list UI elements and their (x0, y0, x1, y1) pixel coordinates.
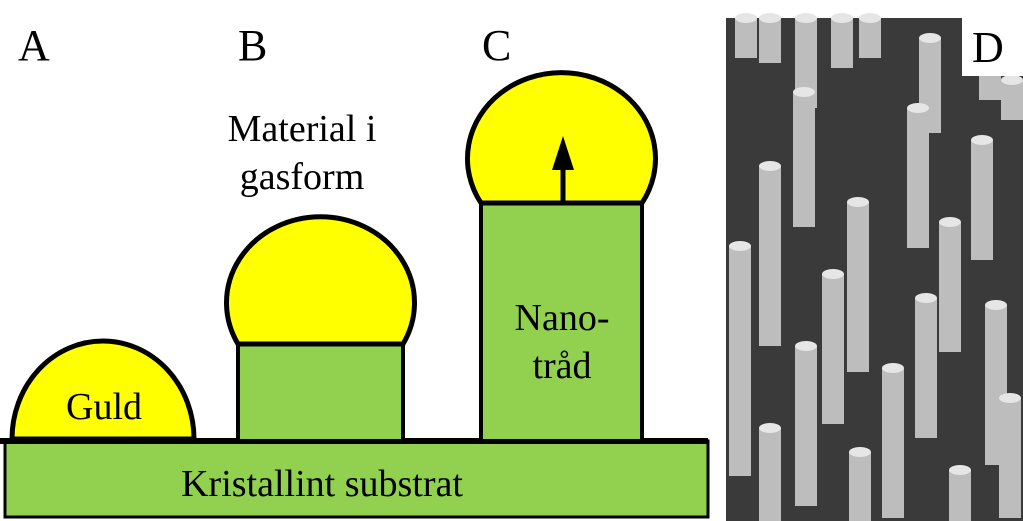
sem-nanowire-pillar (735, 18, 757, 58)
sem-nanowire-pillar-top (822, 269, 844, 279)
substrate-label: Kristallint substrat (181, 463, 463, 505)
sem-nanowire-pillar-top (999, 393, 1021, 403)
sem-nanowire-pillar-top (795, 13, 817, 23)
sem-nanowire-pillar-top (949, 465, 971, 475)
panel-label-c: C (482, 21, 511, 70)
gold-droplet-c (465, 70, 658, 206)
sem-nanowire-pillar (999, 398, 1021, 518)
sem-nanowire-pillar-top (795, 341, 817, 351)
sem-nanowire-pillar-top (915, 293, 937, 303)
crystal-substrate (3, 439, 710, 519)
panel-label-a: A (18, 21, 50, 70)
gold-label: Guld (66, 386, 142, 428)
sem-nanowire-pillar (1001, 80, 1023, 120)
sem-nanowire-pillar (849, 452, 871, 521)
sem-nanowire-pillar-top (971, 135, 993, 145)
sem-nanowire-pillar-top (919, 33, 941, 43)
sem-nanowire-pillar (859, 18, 881, 58)
sem-nanowire-pillar (759, 18, 781, 63)
sem-nanowire-pillar (907, 108, 929, 248)
panel-label-b: B (238, 21, 267, 70)
sem-nanowire-pillar (795, 18, 817, 108)
sem-nanowire-pillar-top (759, 13, 781, 23)
gas-label-line1: Material i (228, 108, 377, 150)
arrow-up-icon (552, 136, 574, 203)
sem-nanowire-pillar-top (759, 423, 781, 433)
sem-nanowire-pillars (729, 13, 1023, 521)
sem-nanowire-pillar (882, 368, 904, 518)
sem-nanowire-pillar-top (907, 103, 929, 113)
sem-nanowire-pillar-top (729, 241, 751, 251)
sem-nanowire-pillar (971, 140, 993, 260)
panel-label-d: D (972, 23, 1004, 72)
sem-micrograph: D (726, 13, 1023, 521)
sem-nanowire-pillar (759, 428, 781, 521)
sem-nanowire-pillar (822, 274, 844, 424)
sem-nanowire-pillar (729, 246, 751, 476)
sem-nanowire-pillar (949, 470, 971, 521)
sem-nanowire-pillar (793, 92, 815, 227)
sem-nanowire-pillar (915, 298, 937, 438)
sem-nanowire-pillar-top (793, 87, 815, 97)
sem-nanowire-pillar-top (859, 13, 881, 23)
sem-nanowire-pillar-top (985, 300, 1007, 310)
sem-nanowire-pillar (979, 70, 1001, 100)
sem-nanowire-pillar-top (831, 13, 853, 23)
sem-nanowire-pillar-top (849, 447, 871, 457)
nanowire-label-line2: tråd (532, 345, 591, 387)
gold-droplet-a (9, 338, 197, 442)
sem-nanowire-pillar (759, 166, 781, 346)
gold-droplet-b (224, 214, 417, 347)
panel-label-d-box (962, 18, 1023, 76)
sem-nanowire-pillar-top (939, 217, 961, 227)
sem-nanowire-pillar-top (847, 197, 869, 207)
sem-nanowire-pillar (795, 346, 817, 506)
nanowire-c (479, 201, 644, 443)
sem-nanowire-pillar-top (1001, 75, 1023, 85)
sem-nanowire-pillar (939, 222, 961, 352)
sem-nanowire-pillar-top (759, 161, 781, 171)
sem-nanowire-pillar-top (735, 13, 757, 23)
sem-nanowire-pillar (831, 18, 853, 68)
nanowire-label-line1: Nano- (515, 297, 610, 339)
nanowire-stub-b (236, 342, 405, 443)
sem-nanowire-pillar-top (882, 363, 904, 373)
sem-nanowire-pillar (847, 202, 869, 372)
gas-label-line2: gasform (240, 156, 365, 198)
